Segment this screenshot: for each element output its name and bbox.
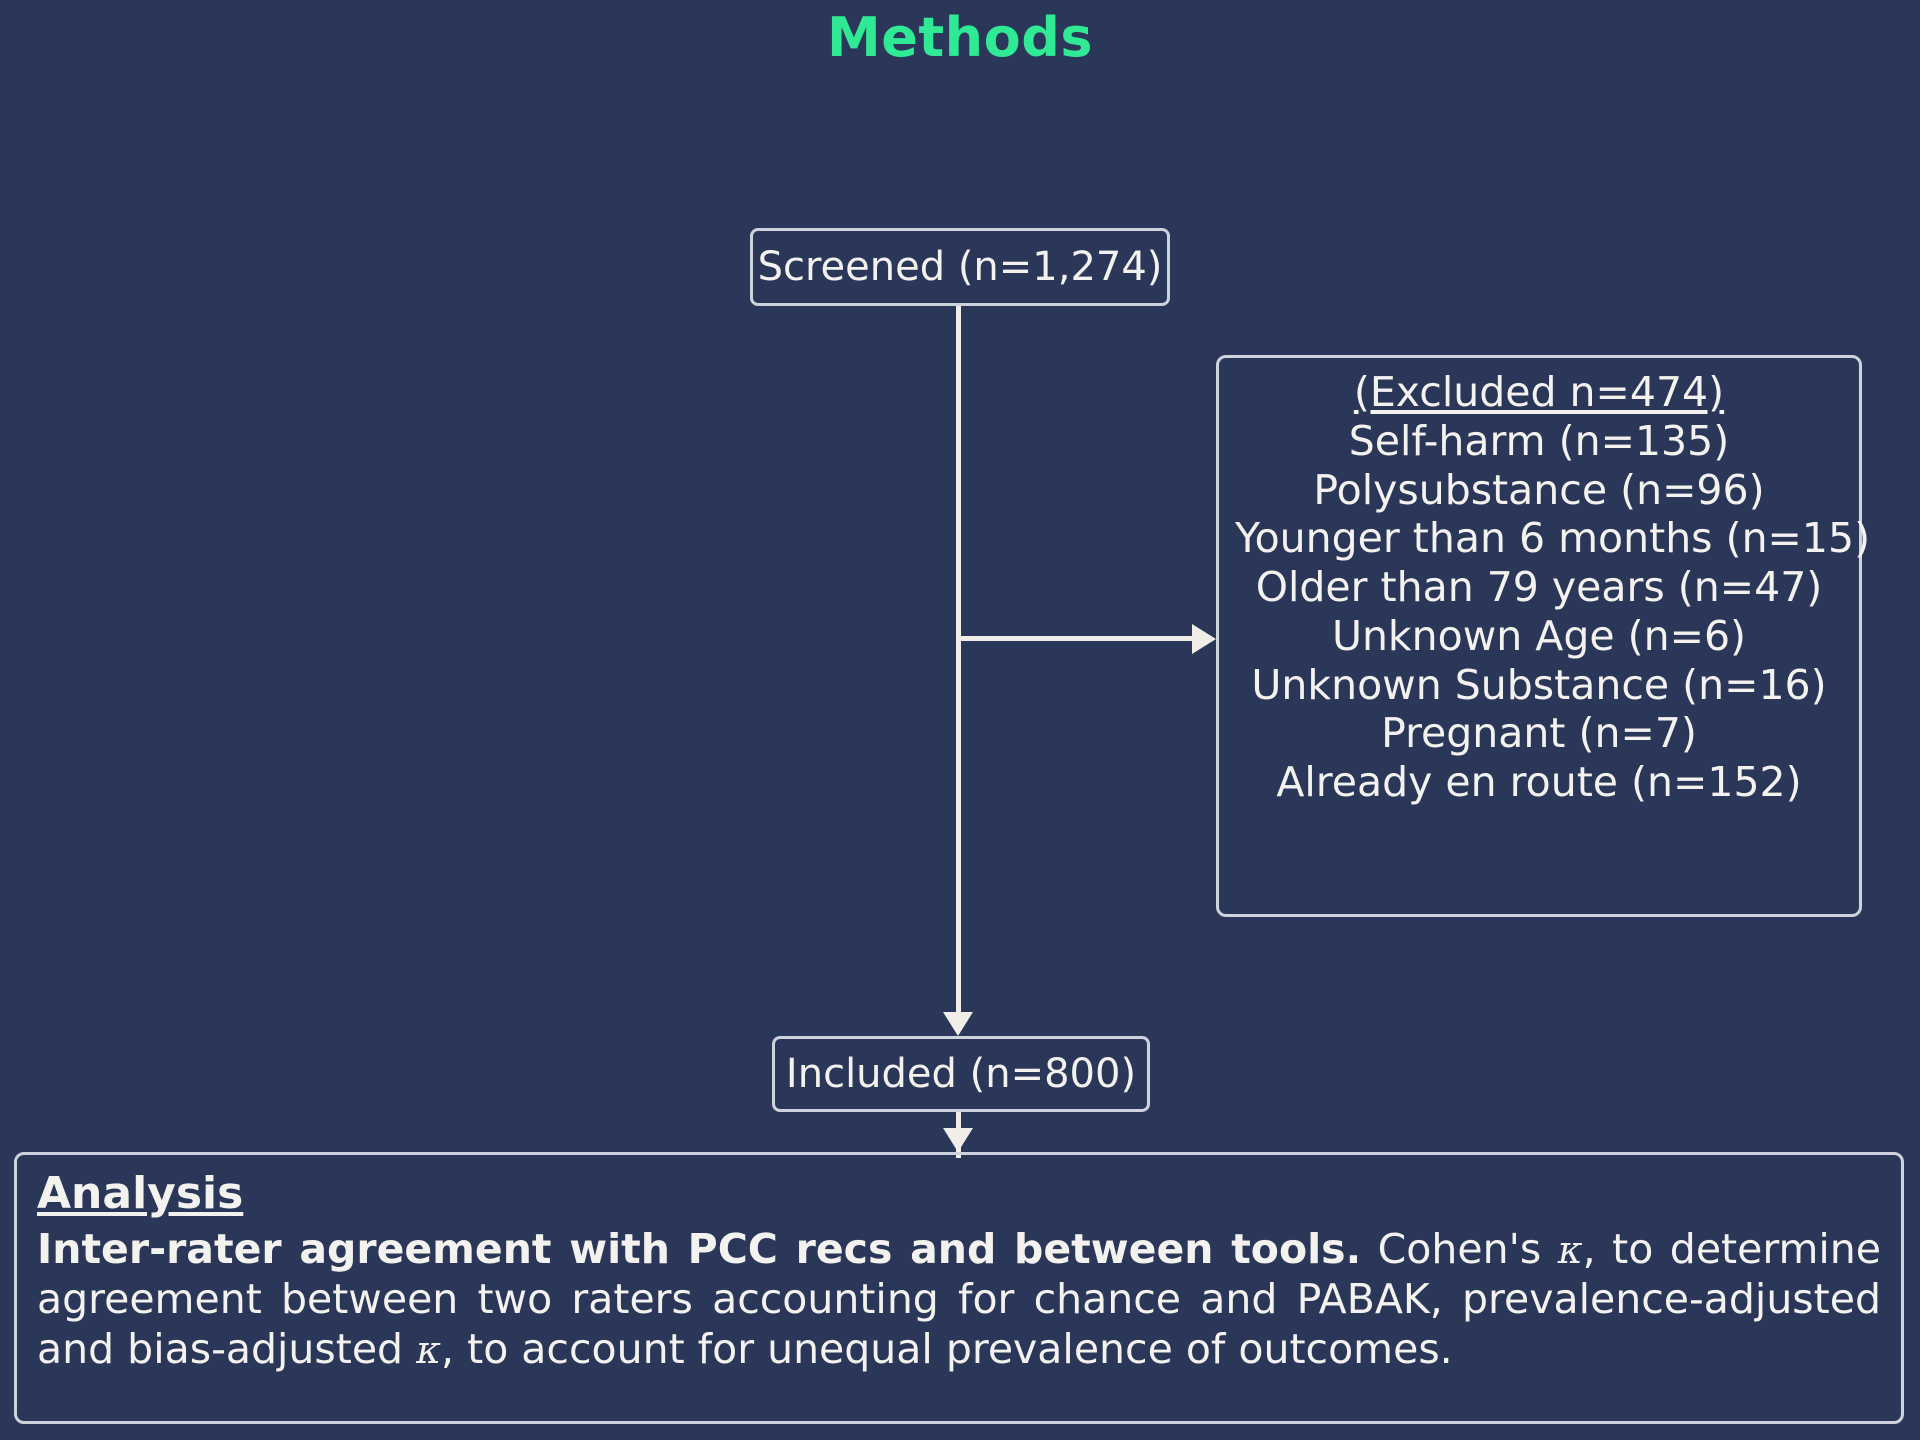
page-title: Methods <box>826 6 1093 69</box>
node-included-label: Included (n=800) <box>785 1051 1137 1097</box>
analysis-heading: Analysis <box>37 1168 244 1219</box>
kappa-symbol: κ <box>416 1327 442 1372</box>
excluded-item: Pregnant (n=7) <box>1381 709 1697 758</box>
analysis-text-3: , to account for unequal prevalence of o… <box>441 1324 1453 1373</box>
arrowhead-into-included <box>943 1012 973 1036</box>
analysis-body: Inter-rater agreement with PCC recs and … <box>37 1224 1881 1374</box>
arrowhead-into-analysis <box>943 1128 973 1152</box>
analysis-text-1: Cohen's <box>1361 1224 1558 1273</box>
node-included: Included (n=800) <box>772 1036 1150 1112</box>
excluded-item: Self-harm (n=135) <box>1348 416 1730 465</box>
excluded-item: Already en route (n=152) <box>1276 758 1802 807</box>
analysis-text-2: , to determine agreement between two rat… <box>37 1224 1882 1373</box>
analysis-bold-lead: Inter-rater agreement with PCC recs and … <box>37 1224 1362 1273</box>
excluded-item: Younger than 6 months (n=15) <box>1235 514 1871 563</box>
node-excluded: (Excluded n=474) Self-harm (n=135) Polys… <box>1216 355 1871 917</box>
excluded-item: Unknown Substance (n=16) <box>1251 660 1827 709</box>
node-screened-label: Screened (n=1,274) <box>757 244 1163 290</box>
connector-to-excluded <box>956 636 1194 641</box>
kappa-symbol: κ <box>1557 1227 1583 1272</box>
arrowhead-into-excluded <box>1192 624 1216 654</box>
node-analysis: Analysis Inter-rater agreement with PCC … <box>14 1152 1904 1424</box>
excluded-item: Polysubstance (n=96) <box>1313 465 1765 514</box>
excluded-item: Unknown Age (n=6) <box>1331 611 1747 660</box>
node-screened: Screened (n=1,274) <box>750 228 1170 306</box>
excluded-list: (Excluded n=474) Self-harm (n=135) Polys… <box>1235 368 1871 807</box>
connector-screened-to-included <box>956 306 961 1016</box>
excluded-heading: (Excluded n=474) <box>1353 368 1725 416</box>
excluded-item: Older than 79 years (n=47) <box>1255 563 1823 612</box>
